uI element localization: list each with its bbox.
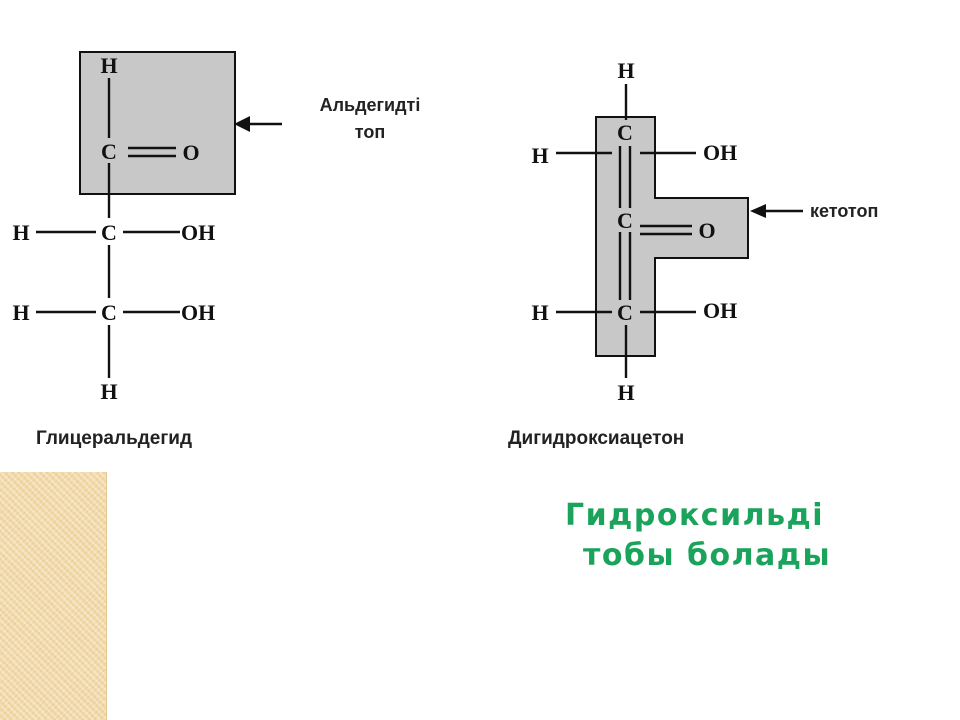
ketone-group-box [595, 116, 749, 357]
atom-oh-2: OH [703, 298, 737, 323]
atom-c1: C [617, 120, 633, 145]
atom-h-bottom: H [100, 379, 117, 404]
decorative-panel [0, 472, 107, 720]
atom-h-left-1: H [531, 143, 548, 168]
aldehyde-group-box [79, 51, 236, 195]
glyceraldehyde-structure: H C O H C OH H C OH H Альдегидті топ Гли… [12, 51, 421, 449]
atom-c3: C [101, 300, 117, 325]
atom-h-top: H [100, 53, 117, 78]
dihydroxyacetone-structure: H C H OH C O H C OH H кетотоп Дигидрокси… [508, 58, 878, 449]
caption-line2: тобы болады [583, 538, 832, 573]
ketone-arrow-head [750, 204, 766, 218]
atom-c2: C [101, 220, 117, 245]
ketone-label: кетотоп [810, 201, 878, 221]
atom-c1: C [101, 139, 117, 164]
glyceraldehyde-name: Глицеральдегид [36, 428, 192, 449]
atom-oh-2: OH [181, 300, 215, 325]
atom-h-top: H [617, 58, 634, 83]
aldehyde-arrow-head [234, 116, 250, 132]
atom-h-left-2: H [531, 300, 548, 325]
aldehyde-label-line2: топ [355, 122, 385, 142]
atom-oh-1: OH [181, 220, 215, 245]
dihydroxyacetone-name: Дигидроксиацетон [508, 428, 684, 449]
aldehyde-label-line1: Альдегидті [320, 95, 421, 115]
atom-c3: C [617, 300, 633, 325]
atom-oh-1: OH [703, 140, 737, 165]
atom-h-left-2: H [12, 300, 29, 325]
caption-line1: Гидроксильді [565, 498, 825, 533]
atom-o: O [182, 140, 199, 165]
atom-h-bottom: H [617, 380, 634, 405]
atom-o: O [698, 218, 715, 243]
atom-h-left-1: H [12, 220, 29, 245]
atom-c2: C [617, 208, 633, 233]
